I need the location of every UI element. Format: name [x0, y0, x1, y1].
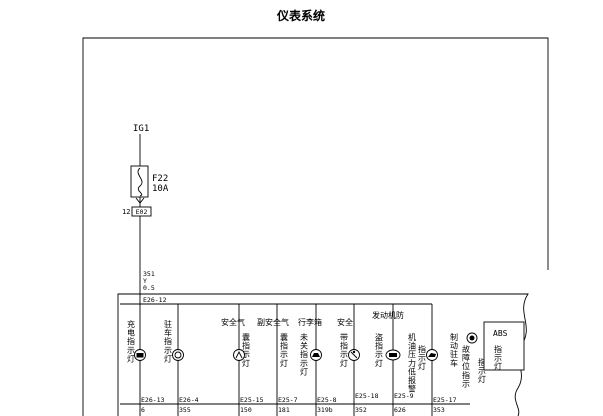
trunk-label-top: 行李箱 [298, 317, 322, 327]
fuse-rating: 10A [152, 184, 169, 194]
airbag-icon [233, 349, 245, 361]
parking-connector: E26-4 [179, 396, 199, 404]
abs-label: 指示灯 [494, 344, 502, 371]
main-wire-gauge: 0.5 [143, 284, 155, 292]
vertical-label-text: 盗指示灯 [375, 332, 383, 368]
abs-head: ABS [493, 329, 508, 338]
brake-warning-icon [466, 332, 478, 344]
airbag-connector: E25-15 [240, 396, 264, 404]
vertical-label-text: 故障位指示 [462, 344, 470, 388]
seatbelt-label-side: 带指示灯 [340, 333, 348, 368]
main-wire-color: Y [143, 277, 147, 285]
oil-can-icon [426, 349, 438, 361]
power-source-label: IG1 [133, 124, 149, 134]
airbag-label-top: 安全气 [221, 317, 245, 327]
fuse-name: F22 [152, 174, 168, 184]
brake-fault-label-1: 制动驻车 [450, 332, 458, 368]
vertical-label-text: 指示灯 [494, 344, 502, 371]
vertical-label-text: 充电指示灯 [127, 319, 135, 363]
diagram-frame [82, 37, 549, 416]
immobilizer-label-side: 盗指示灯 [375, 332, 383, 368]
oil-pressure-label-2: 指示灯 [418, 344, 426, 371]
charge-label: 充电指示灯 [127, 319, 135, 363]
seatbelt-wire: 352 [355, 406, 367, 414]
vertical-label-text: 指示灯 [478, 357, 486, 384]
immobilizer-wire: 626 [394, 406, 406, 414]
vertical-label-text: 指示灯 [418, 344, 426, 371]
vertical-label-text: 带指示灯 [340, 333, 348, 368]
parking-label: 驻车指示灯 [164, 319, 172, 363]
oil-pressure-label-1: 机油压力低报警 [408, 332, 416, 394]
immobilizer-icon [385, 349, 401, 361]
vertical-label-text: 囊指示灯 [280, 332, 288, 368]
brake-fault-label-2: 故障位指示 [462, 344, 470, 388]
immobilizer-label-top: 发动机防 [372, 310, 404, 320]
vertical-label-text: 未关指示灯 [300, 332, 308, 376]
seatbelt-icon [348, 349, 360, 361]
connector-pin: 12 [122, 208, 130, 216]
fuse-f22 [130, 165, 149, 198]
parking-wire: 355 [179, 406, 191, 414]
passenger-airbag-wire: 181 [278, 406, 290, 414]
vertical-label-text: 制动驻车 [450, 332, 458, 368]
page-title: 仪表系统 [276, 8, 325, 23]
airbag-wire: 150 [240, 406, 252, 414]
brake-fault-label-3: 指示灯 [478, 357, 486, 384]
airbag-label-side: 囊指示灯 [242, 332, 250, 368]
abs-box [483, 321, 525, 371]
vertical-label-text: 囊指示灯 [242, 332, 250, 368]
passenger-airbag-connector: E25-7 [278, 396, 298, 404]
connector-id: E02 [136, 208, 148, 216]
main-wire-number: 351 [143, 270, 155, 278]
passenger-airbag-label-side: 囊指示灯 [280, 332, 288, 368]
trunk-label-side: 未关指示灯 [300, 332, 308, 376]
trunk-connector: E25-8 [317, 396, 337, 404]
trunk-wire: 319b [317, 406, 333, 414]
battery-icon [134, 349, 146, 361]
seatbelt-label-top: 安全 [337, 317, 353, 327]
oil-pressure-wire: 353 [433, 406, 445, 414]
passenger-airbag-label-top: 副安全气 [257, 317, 289, 327]
charge-connector: E26-13 [141, 396, 165, 404]
charge-wire: 6 [141, 406, 145, 414]
trunk-open-icon [310, 349, 322, 361]
fuse-element-icon [137, 167, 143, 197]
connector-box [131, 206, 152, 217]
oil-pressure-connector: E25-17 [433, 396, 457, 404]
parking-brake-icon [172, 349, 184, 361]
vertical-label-text: 机油压力低报警 [408, 332, 416, 394]
seatbelt-connector: E25-18 [355, 392, 379, 400]
vertical-label-text: 驻车指示灯 [164, 319, 172, 363]
main-wire-connector: E26-12 [143, 296, 167, 304]
immobilizer-connector: E25-9 [394, 392, 414, 400]
